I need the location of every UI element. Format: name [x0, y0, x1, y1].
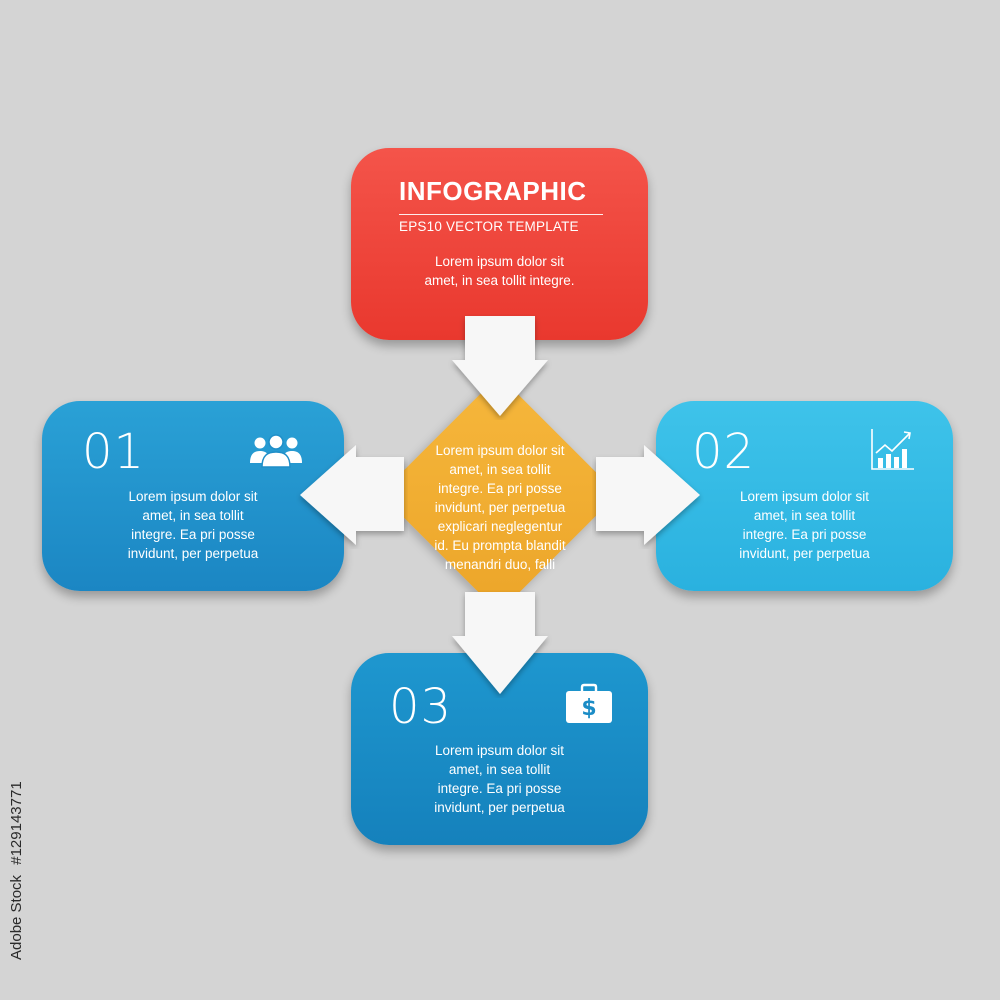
stock-id-watermark: Adobe Stock #129143771 [8, 730, 25, 960]
step-text: Lorem ipsum dolor sit amet, in sea tolli… [656, 487, 953, 563]
step-text-line: invidunt, per perpetua [434, 800, 565, 815]
step-text-line: amet, in sea tollit [448, 762, 551, 777]
step-text: Lorem ipsum dolor sit amet, in sea tolli… [42, 487, 344, 563]
header-text: Lorem ipsum dolor sit amet, in sea tolli… [351, 252, 648, 290]
money-briefcase-icon: $ [566, 683, 612, 723]
stock-brand: Adobe Stock [8, 874, 25, 960]
step-number: 01 [82, 424, 146, 480]
step-text-line: Lorem ipsum dolor sit [434, 743, 565, 758]
arrow-left-icon [300, 445, 404, 545]
step-text-line: amet, in sea tollit [753, 508, 856, 523]
svg-text:$: $ [581, 696, 596, 721]
stock-id: #129143771 [8, 781, 25, 865]
step-number: 03 [389, 679, 453, 735]
step-card-01: 01 Lorem ipsum dolor sit amet, in sea to… [42, 401, 344, 591]
header-text-line: amet, in sea tollit integre. [424, 273, 575, 288]
step-number: 02 [692, 424, 756, 480]
step-text-line: invidunt, per perpetua [127, 546, 259, 561]
arrow-down-bottom-icon [452, 592, 548, 694]
center-text-line: Lorem ipsum dolor sit [435, 443, 565, 458]
infographic-subtitle: EPS10 VECTOR TEMPLATE [399, 214, 603, 234]
center-text-line: amet, in sea tollit [449, 462, 551, 477]
arrow-right-icon [596, 445, 700, 545]
center-text-line: id. Eu prompta blandit [434, 538, 566, 553]
step-text-line: amet, in sea tollit [142, 508, 244, 523]
step-text-line: integre. Ea pri posse [131, 527, 255, 542]
step-text-line: integre. Ea pri posse [742, 527, 867, 542]
center-text-line: integre. Ea pri posse [438, 481, 562, 496]
step-text-line: integre. Ea pri posse [437, 781, 562, 796]
center-text-line: menandri duo, falli [444, 557, 556, 572]
header-text-line: Lorem ipsum dolor sit [434, 254, 565, 269]
bar-chart-icon [871, 429, 914, 470]
step-text-line: Lorem ipsum dolor sit [739, 489, 870, 504]
center-diamond: Lorem ipsum dolor sit amet, in sea tolli… [380, 375, 618, 613]
step-text-line: invidunt, per perpetua [739, 546, 870, 561]
center-text-line: invidunt, per perpetua [434, 500, 566, 515]
center-text-line: explicari neglegentur [437, 519, 563, 534]
arrow-down-top-icon [452, 316, 548, 416]
step-text-line: Lorem ipsum dolor sit [128, 489, 258, 504]
center-text: Lorem ipsum dolor sit amet, in sea tolli… [420, 441, 580, 574]
header-card: INFOGRAPHIC EPS10 VECTOR TEMPLATE Lorem … [351, 148, 648, 340]
users-icon [250, 434, 302, 468]
step-text: Lorem ipsum dolor sit amet, in sea tolli… [351, 741, 648, 817]
infographic-title: INFOGRAPHIC [399, 176, 587, 206]
step-card-02: 02 Lorem ipsum dolor sit amet, in sea to… [656, 401, 953, 591]
